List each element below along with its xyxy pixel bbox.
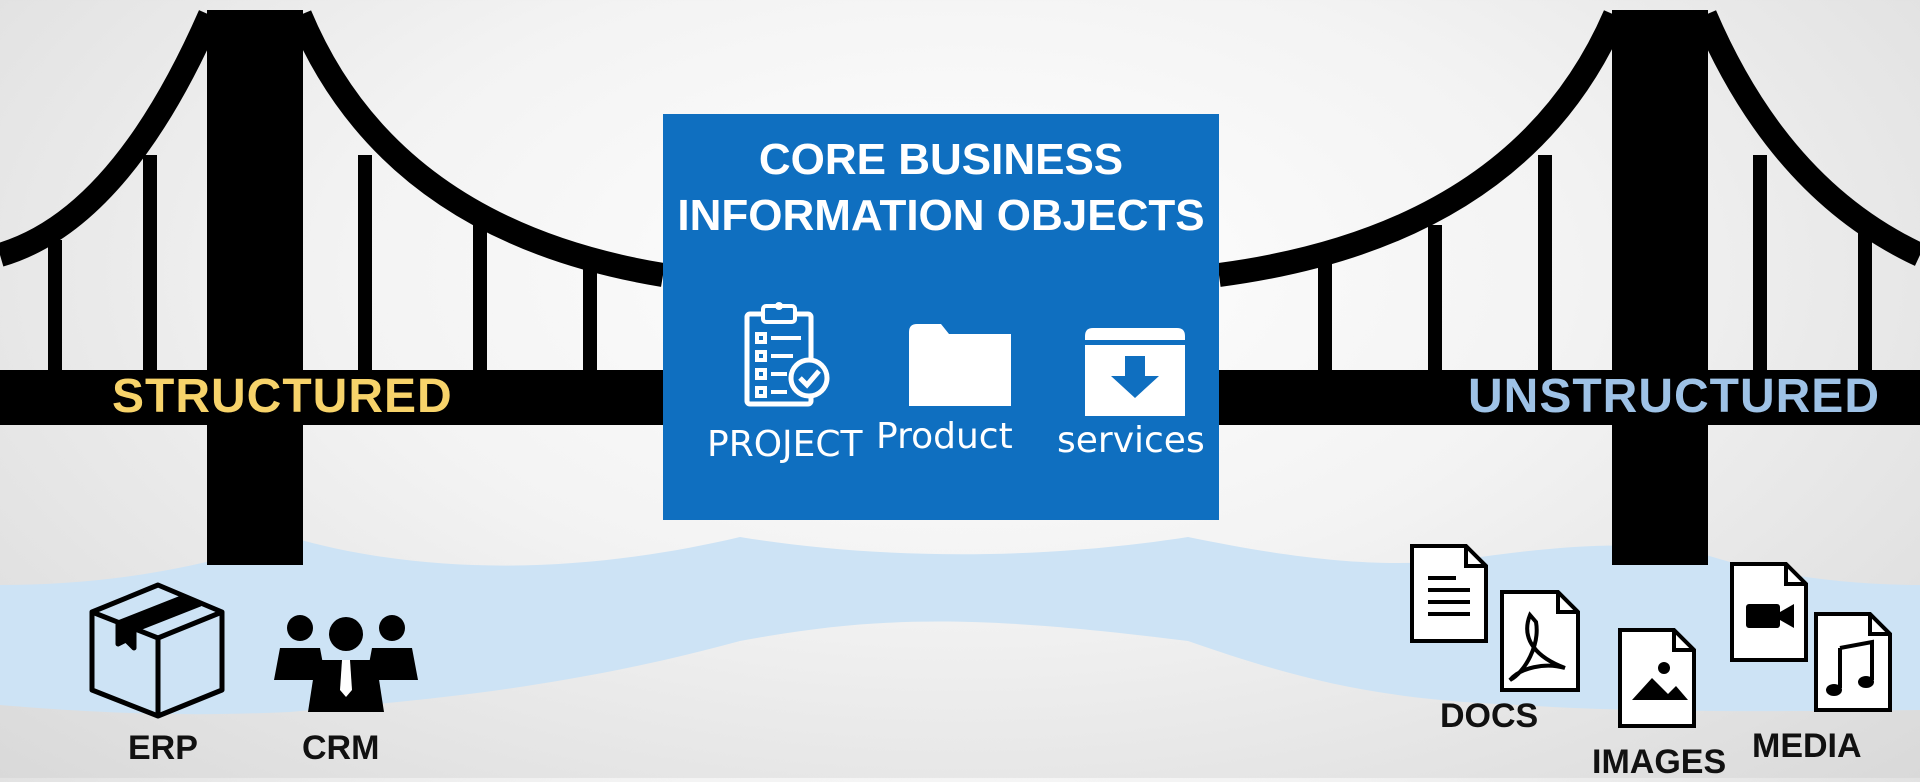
people-group-icon: [274, 615, 418, 712]
music-file-icon: [1814, 612, 1892, 712]
media-label: MEDIA: [1752, 727, 1862, 765]
hangers: [48, 155, 1872, 372]
core-title-line1: CORE BUSINESS: [758, 135, 1124, 184]
structured-label: STRUCTURED: [112, 370, 453, 423]
crm-label: CRM: [302, 729, 380, 767]
core-business-objects-box: CORE BUSINESS INFORMATION OBJECTS PROJEC…: [663, 114, 1219, 520]
document-icon: [1410, 544, 1488, 643]
right-tower: [1612, 10, 1708, 565]
package-box-icon: [89, 582, 225, 719]
clipboard-checklist-icon: [744, 302, 830, 407]
docs-label: DOCS: [1440, 697, 1539, 735]
erp-label: ERP: [128, 729, 198, 767]
video-file-icon: [1730, 562, 1808, 662]
unstructured-label: UNSTRUCTURED: [1468, 370, 1880, 423]
archive-box-icon: [1085, 328, 1185, 416]
image-file-icon: [1618, 628, 1696, 728]
pdf-file-icon: [1500, 590, 1580, 692]
product-label: Product: [876, 416, 1013, 457]
images-label: IMAGES: [1592, 743, 1727, 781]
project-label: PROJECT: [707, 424, 863, 465]
left-tower: [207, 10, 303, 565]
services-label: services: [1057, 420, 1205, 461]
suspension-cables: [0, 10, 1920, 287]
core-title-line2: INFORMATION OBJECTS: [677, 191, 1205, 240]
folder-icon: [909, 324, 1011, 406]
